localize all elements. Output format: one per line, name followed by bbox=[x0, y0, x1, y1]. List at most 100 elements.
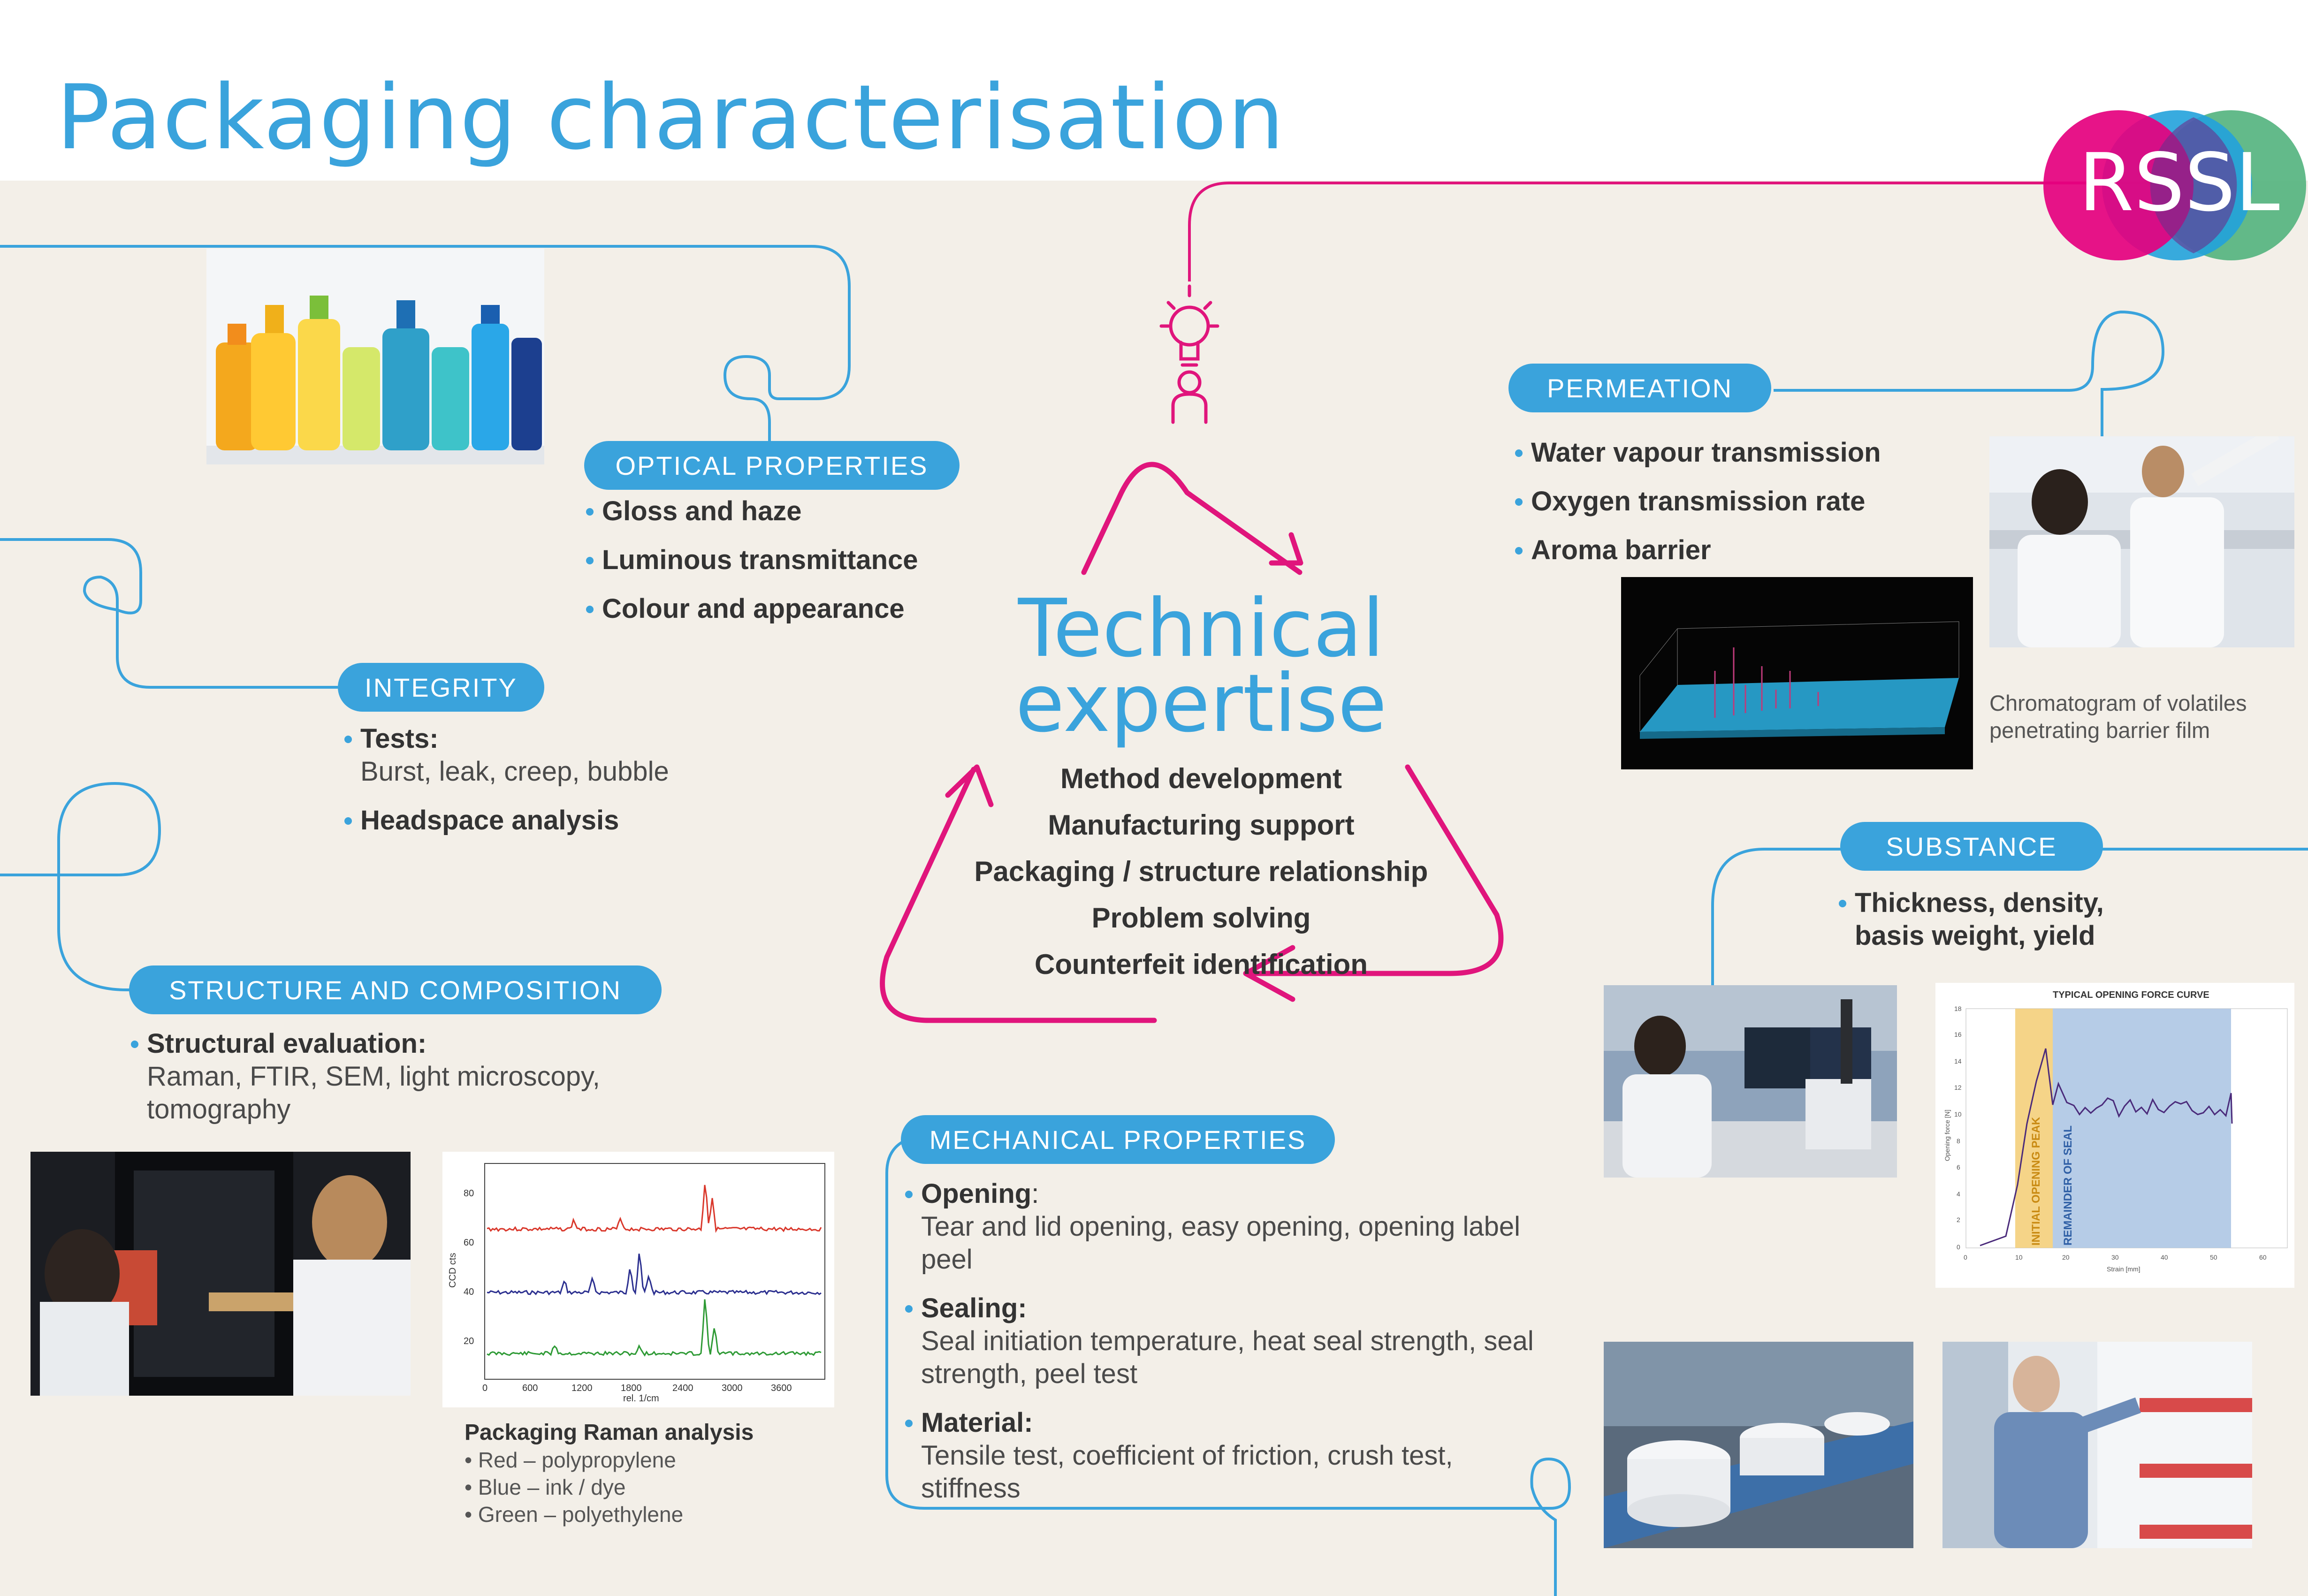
raman-xlabel: rel. 1/cm bbox=[623, 1393, 659, 1404]
mechanical-list: Opening: Tear and lid opening, easy open… bbox=[903, 1178, 1551, 1521]
lightbulb-idea-icon bbox=[1159, 284, 1219, 424]
raman-ytick: 80 bbox=[464, 1188, 474, 1199]
raman-xtick: 600 bbox=[522, 1383, 538, 1393]
mechanical-properties-pill: MECHANICAL PROPERTIES bbox=[901, 1115, 1335, 1164]
supermarket-shopper-photo bbox=[1942, 1342, 2252, 1548]
chromatogram-3d-plot bbox=[1621, 577, 1973, 769]
force-ytick: 14 bbox=[1954, 1057, 1962, 1065]
force-ytick: 18 bbox=[1954, 1005, 1962, 1012]
list-item: Structural evaluation: Raman, FTIR, SEM,… bbox=[129, 1027, 669, 1126]
substance-pill: SUBSTANCE bbox=[1840, 822, 2103, 871]
list-item: Oxygen transmission rate bbox=[1513, 485, 1982, 518]
raman-series-blue bbox=[487, 1254, 822, 1296]
structure-composition-pill: STRUCTURE AND COMPOSITION bbox=[129, 965, 662, 1014]
force-curve-line bbox=[1980, 1048, 2233, 1246]
list-item: Water vapour transmission bbox=[1513, 436, 1982, 469]
lab-technician-photo bbox=[1604, 985, 1897, 1178]
force-xtick: 20 bbox=[2062, 1254, 2070, 1261]
list-item: Colour and appearance bbox=[584, 593, 1006, 625]
raman-ylabel: CCD cts bbox=[448, 1253, 458, 1288]
raman-ytick: 60 bbox=[464, 1238, 474, 1248]
center-expertise-list: Method development Manufacturing support… bbox=[891, 755, 1511, 988]
force-ytick: 4 bbox=[1957, 1190, 1960, 1198]
list-item: Tests: Burst, leak, creep, bubble bbox=[343, 722, 765, 788]
center-item: Counterfeit identification bbox=[1035, 949, 1368, 980]
force-ytick: 12 bbox=[1954, 1084, 1962, 1091]
optical-properties-list: Gloss and haze Luminous transmittance Co… bbox=[584, 495, 1006, 641]
page-title: Packaging characterisation bbox=[56, 66, 1285, 169]
header-bar bbox=[0, 0, 2308, 181]
plastic-bottles-photo bbox=[206, 249, 544, 464]
center-title-line1: Technical bbox=[1018, 582, 1385, 675]
force-chart-title: TYPICAL OPENING FORCE CURVE bbox=[2053, 990, 2209, 1000]
substance-list: Thickness, density, basis weight, yield bbox=[1837, 887, 2137, 968]
sealing-head: Sealing: bbox=[921, 1293, 1027, 1323]
opening-sub: Tear and lid opening, easy opening, open… bbox=[921, 1211, 1520, 1275]
list-item: Opening: Tear and lid opening, easy open… bbox=[903, 1178, 1551, 1276]
permeation-pill: PERMEATION bbox=[1508, 364, 1771, 412]
raman-caption-item: • Blue – ink / dye bbox=[465, 1475, 626, 1499]
raman-xtick: 1800 bbox=[621, 1383, 642, 1393]
band-remainder-label: REMAINDER OF SEAL bbox=[2062, 1125, 2074, 1246]
force-ytick: 8 bbox=[1957, 1137, 1960, 1145]
center-item: Manufacturing support bbox=[1048, 809, 1355, 841]
force-xtick: 40 bbox=[2161, 1254, 2168, 1261]
force-xtick: 60 bbox=[2259, 1254, 2267, 1261]
opening-force-chart: TYPICAL OPENING FORCE CURVE 0 10 20 30 4… bbox=[1935, 983, 2294, 1288]
force-ytick: 10 bbox=[1954, 1110, 1962, 1118]
raman-caption-title: Packaging Raman analysis bbox=[465, 1420, 754, 1445]
force-ytick: 6 bbox=[1957, 1163, 1960, 1171]
force-xtick: 50 bbox=[2210, 1254, 2217, 1261]
raman-series-green bbox=[487, 1299, 822, 1357]
sealing-sub: Seal initiation temperature, heat seal s… bbox=[921, 1326, 1534, 1389]
list-item: Gloss and haze bbox=[584, 495, 1006, 528]
integrity-pill: INTEGRITY bbox=[338, 663, 544, 712]
list-item: Aroma barrier bbox=[1513, 534, 1982, 567]
center-title: Technical expertise bbox=[938, 582, 1464, 750]
list-item: Material: Tensile test, coefficient of f… bbox=[903, 1406, 1551, 1505]
center-title-line2: expertise bbox=[1015, 657, 1387, 750]
raman-ytick: 40 bbox=[464, 1287, 474, 1297]
raman-xtick: 0 bbox=[482, 1383, 487, 1393]
chromatogram-caption: Chromatogram of volatiles penetrating ba… bbox=[1989, 691, 2247, 743]
list-item: Sealing: Seal initiation temperature, he… bbox=[903, 1292, 1551, 1391]
raman-caption: Packaging Raman analysis • Red – polypro… bbox=[465, 1419, 754, 1528]
raman-xtick: 3000 bbox=[722, 1383, 743, 1393]
list-item: Luminous transmittance bbox=[584, 544, 1006, 577]
force-ytick: 16 bbox=[1954, 1031, 1962, 1038]
lab-microscope-photo bbox=[30, 1152, 411, 1396]
force-xtick: 10 bbox=[2015, 1254, 2023, 1261]
raman-xtick: 3600 bbox=[771, 1383, 792, 1393]
integrity-list: Tests: Burst, leak, creep, bubble Headsp… bbox=[343, 722, 765, 853]
lab-scientists-photo bbox=[1989, 436, 2294, 647]
structure-head: Structural evaluation: bbox=[147, 1028, 427, 1059]
center-item: Problem solving bbox=[1091, 902, 1311, 934]
force-ytick: 0 bbox=[1957, 1243, 1960, 1251]
list-item: Thickness, density, basis weight, yield bbox=[1837, 887, 2137, 952]
raman-caption-item: • Red – polypropylene bbox=[465, 1448, 676, 1472]
opening-head: Opening bbox=[921, 1178, 1032, 1209]
raman-xtick: 1200 bbox=[571, 1383, 593, 1393]
force-ylabel: Opening force [N] bbox=[1943, 1110, 1951, 1161]
band-initial-peak-label: INITIAL OPENING PEAK bbox=[2030, 1117, 2042, 1246]
raman-ytick: 20 bbox=[464, 1336, 474, 1346]
raman-spectrum-chart: 0 600 1200 1800 2400 3000 3600 rel. 1/cm… bbox=[442, 1152, 834, 1407]
material-sub: Tensile test, coefficient of friction, c… bbox=[921, 1440, 1453, 1504]
structure-sub: Raman, FTIR, SEM, light microscopy, tomo… bbox=[147, 1061, 600, 1125]
integrity-tests-sub: Burst, leak, creep, bubble bbox=[360, 756, 669, 787]
raman-caption-item: • Green – polyethylene bbox=[465, 1502, 684, 1527]
center-item: Method development bbox=[1060, 763, 1342, 794]
structure-list: Structural evaluation: Raman, FTIR, SEM,… bbox=[129, 1027, 669, 1142]
rssl-logo: RSSL bbox=[2043, 110, 2306, 260]
force-xtick: 0 bbox=[1964, 1254, 1967, 1261]
optical-properties-pill: OPTICAL PROPERTIES bbox=[584, 441, 960, 490]
logo-text: RSSL bbox=[2079, 137, 2280, 229]
integrity-tests-head: Tests: bbox=[360, 723, 439, 754]
force-ytick: 2 bbox=[1957, 1216, 1960, 1224]
raman-series-red bbox=[487, 1185, 822, 1233]
raman-xtick: 2400 bbox=[672, 1383, 693, 1393]
force-xlabel: Strain [mm] bbox=[2107, 1265, 2140, 1273]
center-item: Packaging / structure relationship bbox=[974, 856, 1428, 887]
cycle-arrows bbox=[880, 462, 1504, 1023]
